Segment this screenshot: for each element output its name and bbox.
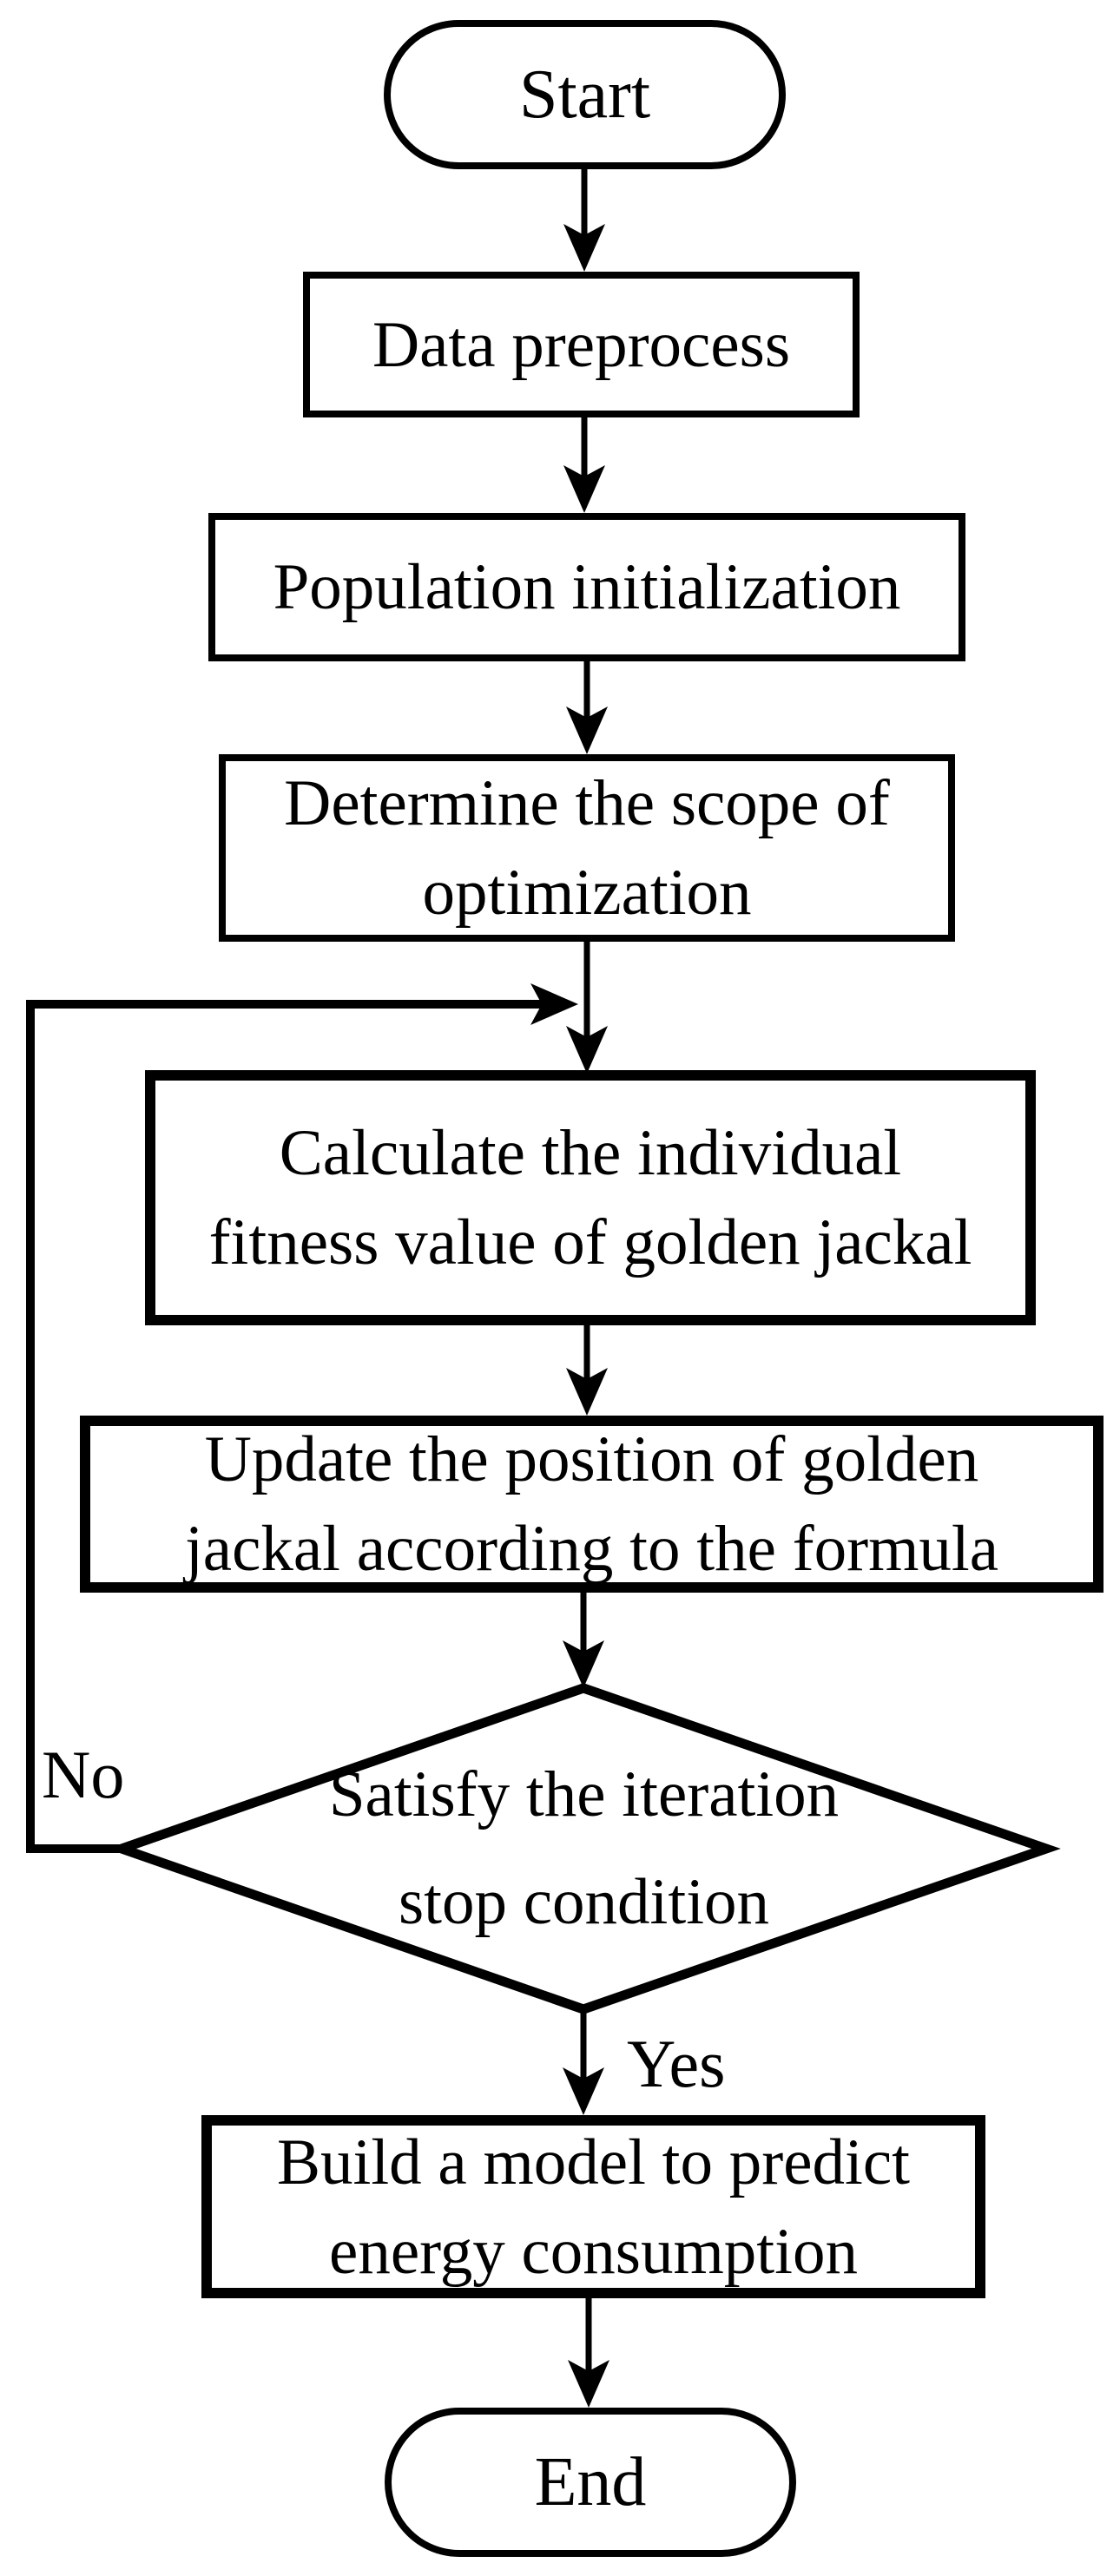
node-decision-label-line2: stop condition bbox=[398, 1866, 770, 1938]
label-yes-branch: Yes bbox=[627, 2026, 726, 2101]
node-start: Start bbox=[384, 20, 786, 169]
node-decision-stop-condition: Satisfy the iteration stop condition bbox=[122, 1688, 1046, 2009]
node-population-initialization-label: Population initialization bbox=[273, 551, 901, 623]
node-determine-scope: Determine the scope of optimization bbox=[219, 754, 955, 942]
arrowhead-down-icon bbox=[566, 706, 608, 754]
edge-fitness-to-update bbox=[566, 1325, 608, 1416]
edge-no-feedback-loop bbox=[26, 983, 578, 1853]
node-update-position-label-line2: jackal according to the formula bbox=[184, 1513, 999, 1585]
node-calculate-fitness-label-line2: fitness value of golden jackal bbox=[208, 1206, 972, 1278]
edge-start-to-preprocess bbox=[563, 166, 605, 272]
node-calculate-fitness-label-line1: Calculate the individual bbox=[279, 1117, 902, 1189]
label-no-branch: No bbox=[42, 1737, 125, 1812]
arrowhead-down-icon bbox=[563, 224, 605, 272]
arrowhead-down-icon bbox=[568, 2360, 609, 2408]
node-decision-label-line1: Satisfy the iteration bbox=[328, 1758, 840, 1830]
node-population-initialization: Population initialization bbox=[208, 513, 965, 661]
node-build-model-label-line1: Build a model to predict bbox=[276, 2126, 911, 2198]
node-end-label: End bbox=[534, 2443, 647, 2520]
node-calculate-fitness: Calculate the individual fitness value o… bbox=[145, 1070, 1036, 1325]
edge-preprocess-to-init bbox=[563, 417, 605, 513]
node-update-position-label-line1: Update the position of golden bbox=[204, 1423, 979, 1495]
arrowhead-down-icon bbox=[563, 1640, 604, 1688]
node-update-position: Update the position of golden jackal acc… bbox=[80, 1416, 1104, 1593]
arrowhead-down-icon bbox=[566, 1026, 608, 1074]
node-end: End bbox=[385, 2408, 796, 2557]
arrowhead-down-icon bbox=[563, 465, 605, 513]
node-data-preprocess: Data preprocess bbox=[303, 272, 860, 417]
arrowhead-right-icon bbox=[530, 983, 578, 1025]
edge-build-to-end bbox=[568, 2298, 609, 2408]
edge-update-to-decision bbox=[563, 1593, 604, 1688]
node-determine-scope-label-line1: Determine the scope of bbox=[284, 767, 890, 839]
node-build-model: Build a model to predict energy consumpt… bbox=[201, 2115, 985, 2298]
arrowhead-down-icon bbox=[563, 2067, 604, 2115]
node-data-preprocess-label: Data preprocess bbox=[372, 308, 791, 381]
edge-scope-to-fitness bbox=[566, 942, 608, 1074]
node-build-model-label-line2: energy consumption bbox=[329, 2215, 858, 2288]
edge-decision-yes-to-build bbox=[563, 2009, 604, 2115]
arrowhead-down-icon bbox=[566, 1368, 608, 1416]
node-start-label: Start bbox=[518, 56, 651, 133]
edge-init-to-scope bbox=[566, 661, 608, 754]
node-determine-scope-label-line2: optimization bbox=[422, 857, 752, 929]
